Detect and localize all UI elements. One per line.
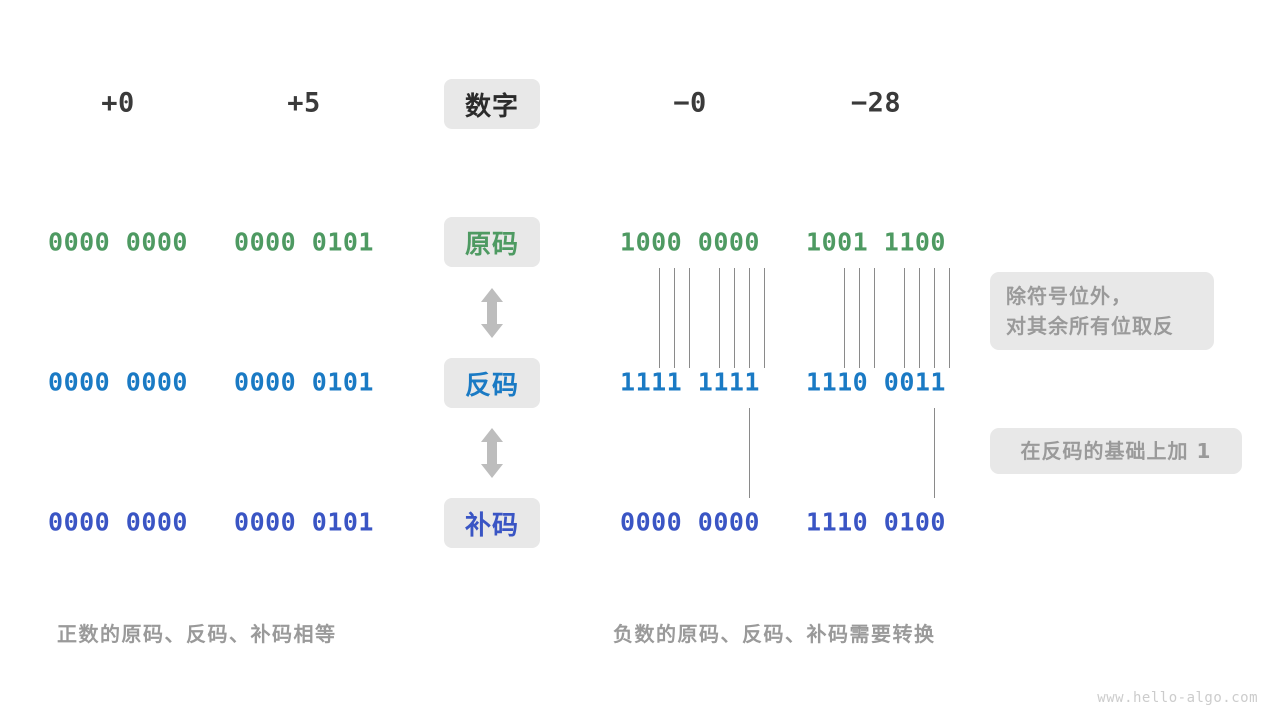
connector-line [919,268,920,368]
bits-twos-complement-neg0: 0000 0000 [620,507,760,537]
bits-twos-complement-pos5: 0000 0101 [234,507,374,537]
row-label-twos-complement: 补码 [444,498,540,548]
connector-line [749,268,750,368]
connector-line [904,268,905,368]
bits-ones-complement-pos5: 0000 0101 [234,367,374,397]
connector-line [689,268,690,368]
connector-line [764,268,765,368]
connector-line [734,268,735,368]
bits-ones-complement-neg28: 1110 0011 [806,367,946,397]
connector-line [859,268,860,368]
double-arrow-vertical-icon [477,287,507,339]
caption-positive-numbers: 正数的原码、反码、补码相等 [57,622,337,646]
column-header-pos0: +0 [101,87,135,119]
connector-line [659,268,660,368]
connector-line [749,408,750,498]
row-label-sign-magnitude: 原码 [444,217,540,267]
connector-line [874,268,875,368]
connector-line [674,268,675,368]
connector-line [844,268,845,368]
row-label-number: 数字 [444,79,540,129]
connector-line [949,268,950,368]
column-header-pos5: +5 [287,87,321,119]
column-header-neg28: −28 [850,87,902,119]
connector-line [934,268,935,368]
bits-sign-magnitude-pos5: 0000 0101 [234,227,374,257]
note-add-one: 在反码的基础上加 1 [990,428,1242,474]
connector-line [934,408,935,498]
bits-sign-magnitude-neg0: 1000 0000 [620,227,760,257]
column-header-neg0: −0 [673,87,707,119]
bits-ones-complement-pos0: 0000 0000 [48,367,188,397]
connector-line [719,268,720,368]
double-arrow-vertical-icon [477,427,507,479]
bits-twos-complement-pos0: 0000 0000 [48,507,188,537]
caption-negative-numbers: 负数的原码、反码、补码需要转换 [613,622,936,646]
row-label-ones-complement: 反码 [444,358,540,408]
bits-ones-complement-neg0: 1111 1111 [620,367,760,397]
note-invert-bits: 除符号位外， 对其余所有位取反 [990,272,1214,350]
bits-twos-complement-neg28: 1110 0100 [806,507,946,537]
bits-sign-magnitude-pos0: 0000 0000 [48,227,188,257]
site-watermark: www.hello-algo.com [1097,690,1258,706]
bits-sign-magnitude-neg28: 1001 1100 [806,227,946,257]
